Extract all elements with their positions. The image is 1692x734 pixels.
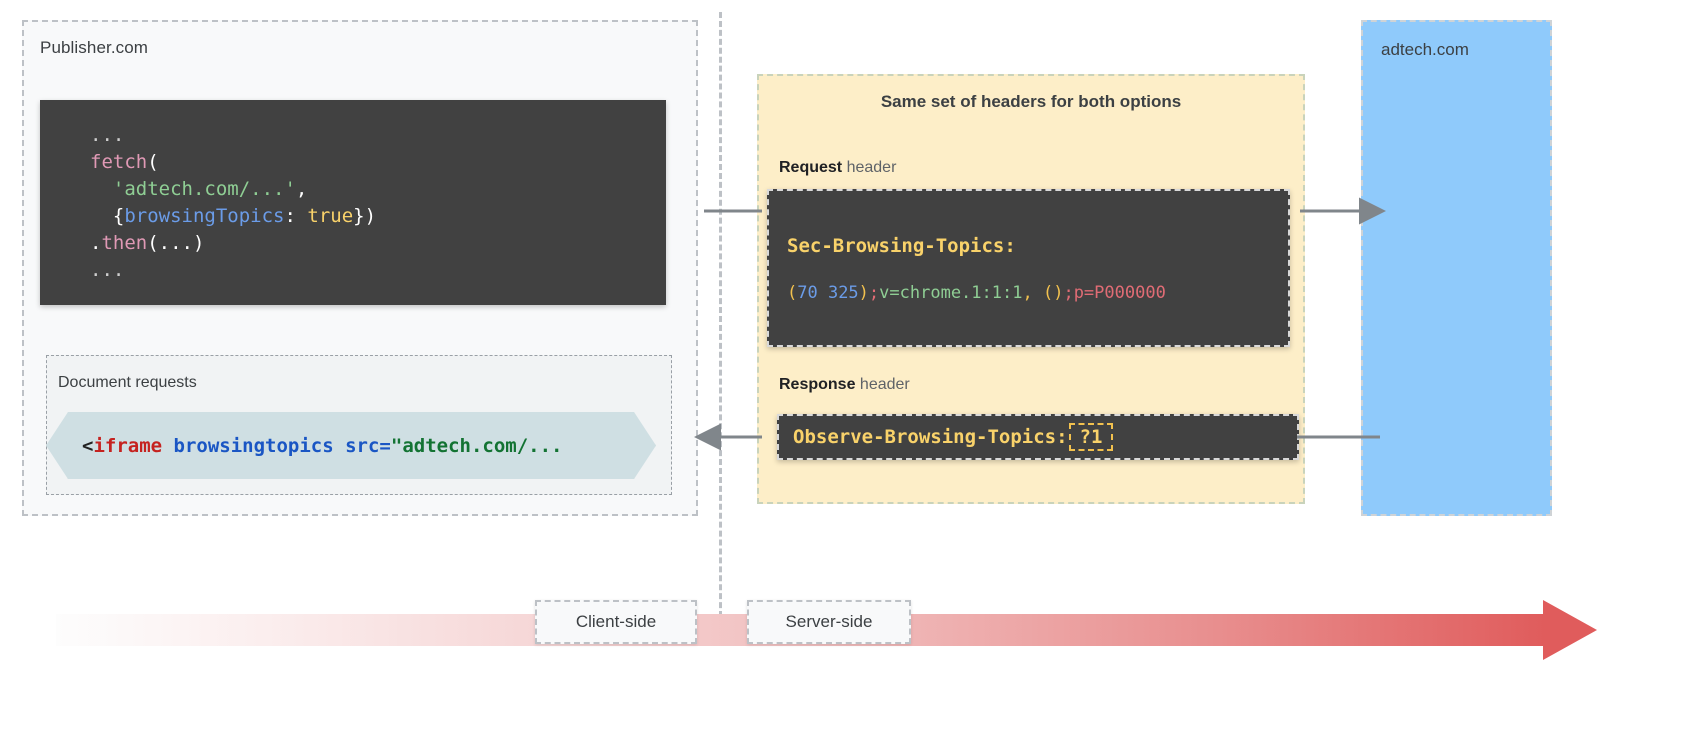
value-comma: , <box>1022 283 1043 303</box>
client-server-divider <box>719 12 722 626</box>
iframe-token-attrs: browsingtopics src= <box>162 434 391 457</box>
value-empty-parens: () <box>1042 283 1064 303</box>
timeline-arrowhead <box>1543 600 1597 660</box>
code-token-dot: . <box>90 232 102 254</box>
value-topic-ids: 70 325 <box>797 283 859 303</box>
code-token-brace-close: }) <box>353 205 377 227</box>
value-paren-open: ( <box>787 283 798 303</box>
response-header-box: Observe-Browsing-Topics:?1 <box>777 414 1299 460</box>
iframe-token-src-value: "adtech.com/... <box>390 434 563 457</box>
timeline-chip-client-side: Client-side <box>535 600 697 644</box>
iframe-token-lt: < <box>82 434 94 457</box>
response-header-value: ?1 <box>1068 423 1114 451</box>
value-p-field: p=P000000 <box>1073 283 1166 303</box>
iframe-token-tagname: iframe <box>93 434 163 457</box>
request-header-value: (70 325);v=chrome.1:1:1, ();p=P000000 <box>787 283 1288 303</box>
publisher-label: Publisher.com <box>40 38 149 57</box>
code-token-colon: : <box>284 205 308 227</box>
response-header-caption: Response header <box>779 376 910 394</box>
publisher-code-block: ... fetch( 'adtech.com/...', {browsingTo… <box>40 100 666 305</box>
code-token-then: then <box>101 232 148 254</box>
code-token-comma: , <box>295 178 308 200</box>
request-caption-bold: Request <box>779 159 843 176</box>
request-header-caption: Request header <box>779 159 896 177</box>
code-token-true: true <box>307 205 354 227</box>
timeline: Client-side Server-side <box>56 600 1641 660</box>
value-semicolon-1: ; <box>868 283 880 303</box>
request-caption-rest: header <box>842 159 897 176</box>
code-token-url: 'adtech.com/...' <box>112 178 296 200</box>
code-token-brace-open: { <box>112 205 125 227</box>
timeline-chip-server-side: Server-side <box>747 600 911 644</box>
document-requests-label: Document requests <box>58 374 197 391</box>
iframe-snippet-chevron: <iframe browsingtopics src="adtech.com/.… <box>46 412 656 479</box>
response-caption-rest: header <box>855 376 910 393</box>
code-token-open-paren: ( <box>147 151 159 173</box>
code-token-fetch: fetch <box>90 151 148 173</box>
request-header-box: Sec-Browsing-Topics:(70 325);v=chrome.1:… <box>767 189 1290 347</box>
adtech-panel <box>1361 20 1552 516</box>
code-token-then-args: (...) <box>147 232 205 254</box>
code-token-browsingtopics: browsingTopics <box>124 205 285 227</box>
code-line-dots-top: ... <box>90 124 125 146</box>
value-version: v=chrome.1:1:1 <box>879 283 1023 303</box>
adtech-label: adtech.com <box>1381 40 1469 59</box>
response-header-key: Observe-Browsing-Topics: <box>793 426 1068 448</box>
request-header-key: Sec-Browsing-Topics: <box>787 235 1016 257</box>
value-semicolon-2: ; <box>1063 283 1074 303</box>
headers-panel-title: Same set of headers for both options <box>880 92 1182 111</box>
iframe-snippet-text: <iframe browsingtopics src="adtech.com/.… <box>82 435 562 457</box>
response-caption-bold: Response <box>779 376 856 393</box>
value-paren-close: ) <box>858 283 869 303</box>
code-line-dots-bottom: ... <box>90 259 125 281</box>
